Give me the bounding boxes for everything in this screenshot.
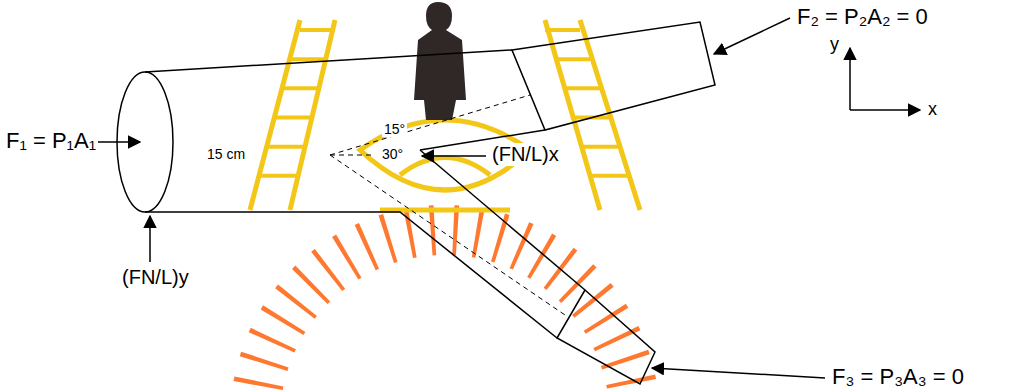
force-arrows xyxy=(72,18,920,378)
watermark-logo xyxy=(230,2,659,392)
axis-label: y xyxy=(828,34,841,55)
angle-label: 30° xyxy=(380,146,405,162)
centre-lines xyxy=(330,95,565,315)
angle-label: 15° xyxy=(382,121,407,137)
force-label: F₁ = P₁A₁ xyxy=(4,128,98,153)
axis-label: x xyxy=(926,99,939,120)
dimension: 15 cm xyxy=(205,146,247,162)
force-label: F₃ = P₃A₃ = 0 xyxy=(830,364,966,389)
force-label: F₂ = P₂A₂ = 0 xyxy=(795,4,930,29)
force-label: (FN/L)x xyxy=(490,143,561,166)
pipe-outline xyxy=(117,22,715,384)
force-label: (FN/L)y xyxy=(120,266,191,289)
